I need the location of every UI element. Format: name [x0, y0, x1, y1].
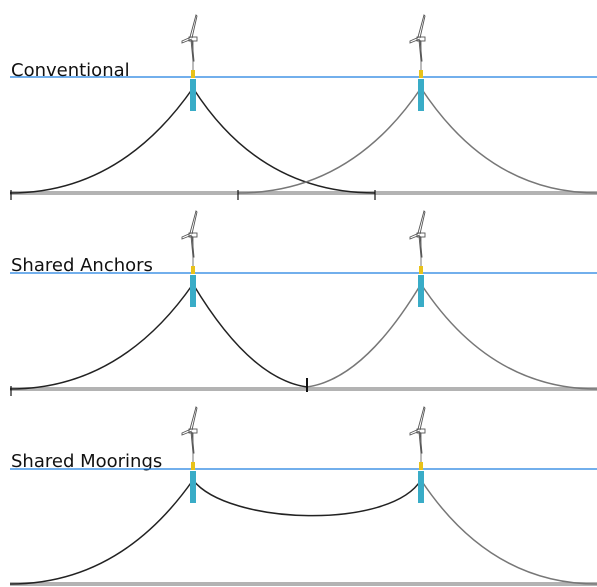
mooring-line [237, 87, 422, 194]
panel-shared-moorings: Shared Moorings [9, 406, 597, 586]
shared-mooring-line [192, 479, 422, 517]
mooring-line [9, 87, 194, 194]
panel-shared-anchors: Shared Anchors [9, 210, 597, 396]
mooring-line [9, 283, 194, 390]
mooring-line [192, 87, 376, 194]
mooring-line [9, 479, 194, 585]
mooring-line [192, 283, 308, 388]
mooring-line [420, 479, 597, 585]
wind-turbine-icon [181, 406, 198, 504]
panel-label-shared-anchors: Shared Anchors [11, 255, 153, 276]
panel-conventional: Conventional [9, 14, 597, 200]
wind-turbine-icon [181, 210, 198, 308]
wind-turbine-icon [181, 14, 198, 112]
panel-label-conventional: Conventional [11, 60, 130, 81]
mooring-line [420, 283, 597, 390]
wind-turbine-icon [409, 14, 426, 112]
mooring-line [306, 283, 422, 388]
panel-label-shared-moorings: Shared Moorings [11, 451, 162, 472]
mooring-line [420, 87, 597, 194]
wind-turbine-icon [409, 210, 426, 308]
wind-turbine-icon [409, 406, 426, 504]
